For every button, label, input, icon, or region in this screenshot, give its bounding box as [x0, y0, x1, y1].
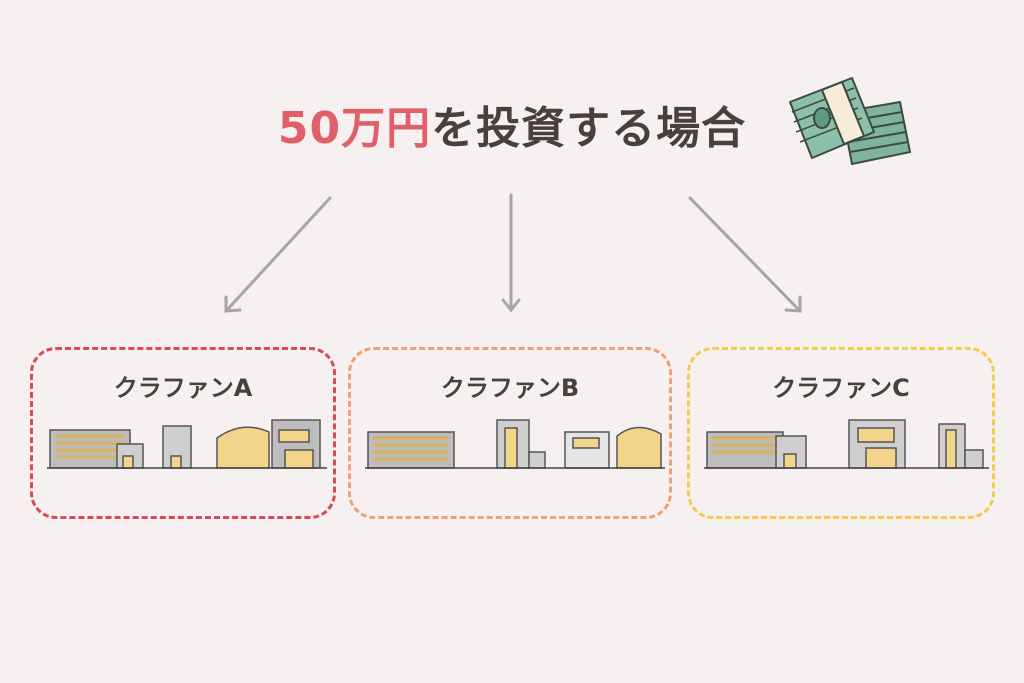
box-crowdfunding-a: クラファンA [30, 347, 336, 519]
building-skyline-icon [365, 419, 665, 469]
box-crowdfunding-b: クラファンB [348, 347, 672, 519]
page-title: 50万円を投資する場合 [0, 92, 1024, 156]
title-text: を投資する場合 [431, 103, 747, 154]
box-crowdfunding-c: クラファンC [687, 347, 995, 519]
box-label: クラファンA [113, 374, 253, 402]
arrow-to-a [224, 196, 332, 313]
money-stack-icon [789, 77, 911, 165]
box-label: クラファンB [440, 374, 580, 402]
building-skyline-icon [47, 419, 327, 469]
title-amount: 50万円 [277, 103, 432, 154]
arrow-to-b [501, 193, 521, 313]
building-skyline-icon [704, 419, 989, 469]
box-label: クラファンC [772, 374, 910, 402]
arrow-to-c [688, 196, 802, 313]
